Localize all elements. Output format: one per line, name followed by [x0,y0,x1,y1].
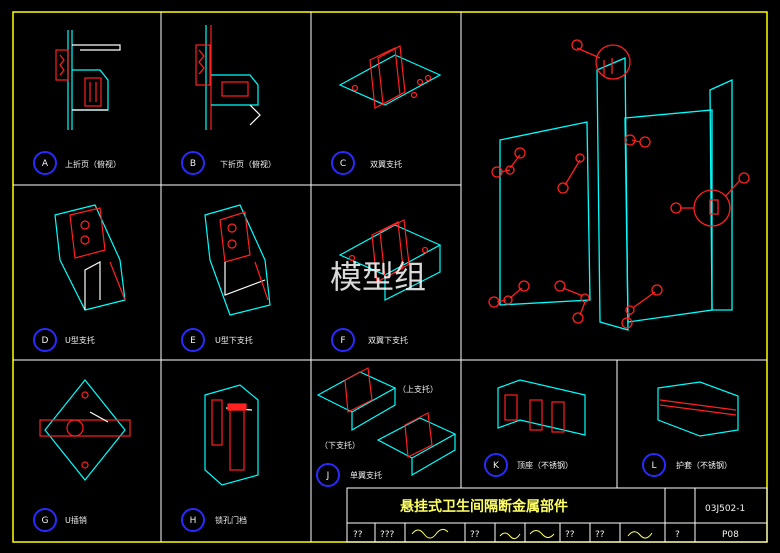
panel-a: A 上折页（俯视） [33,30,121,175]
callout-letter-h: H [190,516,197,526]
callout-circle-g [33,508,57,532]
j-lower-label: （下支托） [320,440,360,450]
title-cell-6: ?? [565,530,575,540]
panel-caption-c: 双翼支托 [370,159,402,169]
sleeve-drawing [657,381,739,437]
panel-caption-g: U插销 [65,515,87,525]
callout-letter-k: K [493,461,500,471]
callout-circle-e [181,328,205,352]
panel-d: D U型支托 [33,204,126,352]
panel-caption-j: 单翼支托 [350,470,382,480]
top-seat-drawing [497,379,586,436]
title-cell-9: ? [675,530,680,540]
panel-caption-h: 锁孔门档 [215,515,247,525]
callout-circle-f [331,328,355,352]
callout-letter-d: D [42,336,49,346]
double-wing-bracket-drawing [338,45,442,109]
callout-letter-g: G [42,516,49,526]
callout-circle-a [33,151,57,175]
title-cell-4: ?? [470,530,480,540]
callout-letter-l: L [651,461,656,471]
panel-caption-l: 护套（不锈钢） [676,460,732,470]
double-wing-lower-bracket-drawing [338,219,442,301]
callout-circle-k [484,453,508,477]
hinge-lower-drawing [195,25,261,130]
latch-drawing [39,379,131,481]
callout-letter-j: J [326,471,330,481]
panel-caption-f: 双翼下支托 [368,335,408,345]
panel-caption-e: U型下支托 [215,335,253,345]
panel-caption-b: 下折页（俯视） [220,159,276,169]
callout-circle-d [33,328,57,352]
title-cell-7: ?? [595,530,605,540]
panel-grid [13,12,767,542]
page-number: P08 [722,530,739,540]
title-cell-2: ??? [380,530,395,540]
panel-caption-k: 顶座（不锈钢） [517,460,573,470]
hinge-upper-drawing [55,30,121,130]
panel-e: E U型下支托 [181,204,271,352]
u-lower-bracket-drawing [204,204,271,316]
panel-l: L 护套（不锈钢） [642,381,739,477]
panel-g: G U插销 [33,379,131,532]
panel-caption-d: U型支托 [65,335,95,345]
signature-marks [411,528,653,540]
u-bracket-drawing [54,204,126,311]
callout-letter-a: A [42,159,49,169]
callout-letter-c: C [340,159,346,169]
drawing-title: 悬挂式卫生间隔断金属部件 [399,498,568,515]
callout-circle-b [181,151,205,175]
title-cell-1: ?? [353,530,363,540]
panel-f: F 双翼下支托 [331,219,442,352]
callout-circle-c [331,151,355,175]
watermark-text: 模型组 [330,258,426,296]
callout-letter-b: B [190,159,196,169]
assembly-view [488,39,750,331]
title-block: 悬挂式卫生间隔断金属部件 03J502-1 P08 ?? ??? ?? ?? ?… [346,487,768,543]
callout-letter-f: F [340,336,345,346]
single-wing-bracket-drawing [316,367,457,477]
callout-circle-l [642,453,666,477]
panel-j: （上支托） （下支托） J 单翼支托 [316,367,457,487]
lock-stop-drawing [204,384,259,486]
callout-circle-h [181,508,205,532]
j-upper-label: （上支托） [398,384,438,394]
callout-circle-j [316,463,340,487]
panel-k: K 顶座（不锈钢） [484,379,586,477]
panel-caption-a: 上折页（俯视） [65,159,121,169]
panel-b: B 下折页（俯视） [181,25,276,175]
callout-letter-e: E [190,336,196,346]
drawing-number: 03J502-1 [705,504,745,514]
panel-c: C 双翼支托 [331,45,442,175]
panel-h: H 锁孔门档 [181,384,259,532]
